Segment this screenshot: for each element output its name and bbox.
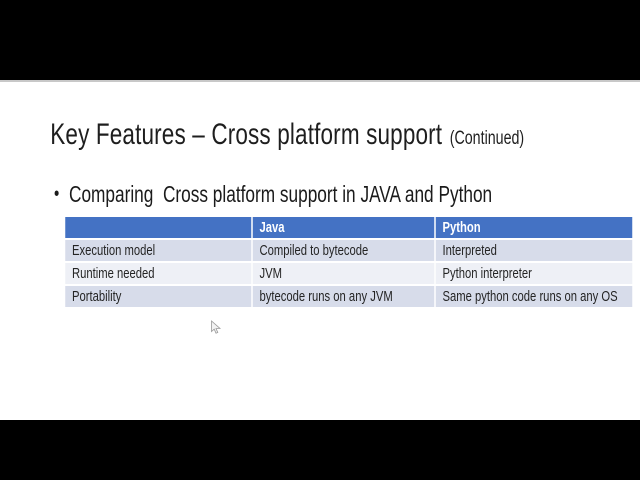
table-cell-row1-label: Execution model bbox=[65, 240, 252, 261]
table-cell-row2-python: Python interpreter bbox=[435, 263, 633, 284]
slide-title-continued: (Continued) bbox=[449, 128, 525, 149]
slide-title-main: Key Features – Cross platform support bbox=[50, 118, 443, 151]
bullet-line: • Comparing Cross platform support in JAV… bbox=[54, 181, 492, 207]
table-cell-row1-java: Compiled to bytecode bbox=[252, 240, 435, 261]
table-cell-row1-python: Interpreted bbox=[435, 240, 633, 261]
table-header-python: Python bbox=[435, 217, 633, 238]
table-header-java: Java bbox=[252, 217, 435, 238]
table-cell-row2-java: JVM bbox=[252, 263, 435, 284]
table-cell-row2-label: Runtime needed bbox=[65, 263, 252, 284]
letterbox-top-bar bbox=[0, 0, 640, 80]
slide: Key Features – Cross platform support (Co… bbox=[0, 80, 640, 420]
slide-content: Key Features – Cross platform support (Co… bbox=[0, 82, 640, 420]
bullet-marker-icon: • bbox=[54, 183, 60, 205]
arrow-cursor-icon bbox=[211, 320, 222, 334]
letterbox-bottom-bar bbox=[0, 420, 640, 480]
table-header-blank bbox=[65, 217, 252, 238]
slide-title: Key Features – Cross platform support (Co… bbox=[50, 120, 524, 154]
table-cell-row3-java: bytecode runs on any JVM bbox=[252, 286, 435, 307]
table-cell-row3-python: Same python code runs on any OS bbox=[435, 286, 633, 307]
bullet-text: Comparing Cross platform support in JAVA… bbox=[69, 181, 493, 207]
table-cell-row3-label: Portability bbox=[65, 286, 252, 307]
comparison-table: Java Python Execution model Compiled to … bbox=[65, 217, 633, 307]
